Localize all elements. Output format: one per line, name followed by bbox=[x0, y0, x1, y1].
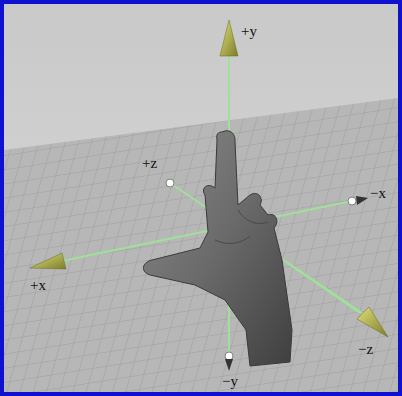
hand-figure bbox=[143, 131, 292, 366]
floor-grid bbox=[4, 98, 398, 392]
hand-detail bbox=[215, 210, 268, 243]
axis-label: −y bbox=[222, 374, 238, 389]
axis-label: −z bbox=[358, 342, 373, 357]
axis-label: +x bbox=[30, 278, 46, 293]
axis-end-dot bbox=[225, 352, 233, 360]
x-arrowhead bbox=[30, 253, 66, 269]
axis-end-dot bbox=[348, 197, 356, 205]
axis-label: +y bbox=[241, 24, 257, 39]
small-arrowhead bbox=[356, 196, 368, 205]
z-axis-front bbox=[286, 262, 360, 313]
axis-end-dot bbox=[166, 179, 174, 187]
axis-label: +z bbox=[142, 156, 157, 171]
z-arrowhead bbox=[357, 307, 388, 337]
y-arrowhead bbox=[220, 20, 238, 56]
axis-label: −x bbox=[370, 186, 386, 201]
small-arrowhead bbox=[225, 359, 233, 371]
